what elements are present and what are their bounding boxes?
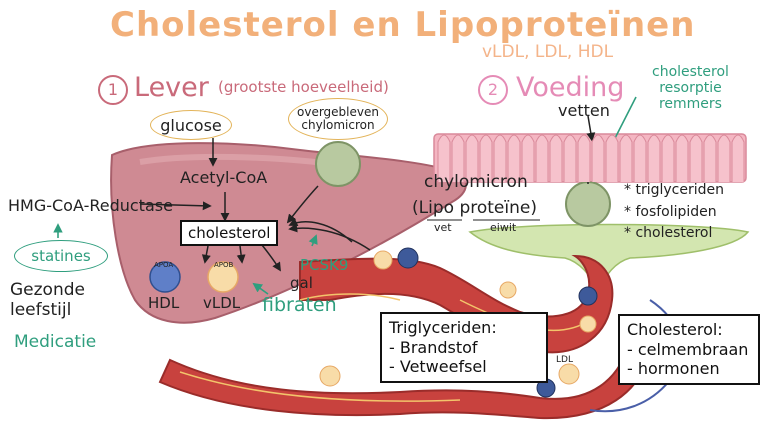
triglycerides-item: - Vetweefsel	[389, 357, 487, 377]
villus	[437, 134, 451, 182]
villus	[507, 134, 521, 182]
section-liver-note: (grootste hoeveelheid)	[218, 78, 389, 96]
hmg-coa-reductase-label: HMG-CoA-Reductase	[8, 196, 173, 215]
liver-shape	[110, 142, 467, 324]
pcsk9-label: PCSK9	[300, 256, 349, 274]
cholesterol-uses-item: - hormonen	[627, 359, 720, 379]
cholesterol-uses-box: Cholesterol: - celmembraan - hormonen	[618, 314, 760, 385]
villus	[703, 134, 717, 182]
villus	[591, 134, 605, 182]
page-title: Cholesterol en Lipoproteïnen	[110, 5, 696, 45]
leftover-chylomicron-sphere	[315, 141, 361, 187]
triglycerides-item: - Brandstof	[389, 337, 478, 357]
contents-item: * triglyceriden	[624, 182, 724, 198]
statins-oval: statines	[14, 240, 108, 272]
lipoprotein-types: vLDL, LDL, HDL	[482, 42, 614, 62]
medication-label: Medicatie	[14, 332, 97, 352]
healthy-lifestyle-label: Gezonde leefstijl	[10, 280, 85, 321]
section-food-heading: Voeding	[516, 72, 625, 103]
villus	[675, 134, 689, 182]
villus	[465, 134, 479, 182]
villus	[493, 134, 507, 182]
fat-translation: vet	[434, 221, 452, 234]
villi-group	[437, 134, 745, 182]
cholesterol-box: cholesterol	[180, 220, 279, 247]
bile-label: gal	[290, 274, 313, 292]
fibrates-label: fibraten	[262, 294, 337, 316]
villus	[689, 134, 703, 182]
villus	[563, 134, 577, 182]
lipo-part: Lipo	[418, 198, 455, 218]
chylomicron-sphere	[565, 181, 611, 227]
triglycerides-box: Triglyceriden: - Brandstof - Vetweefsel	[380, 312, 548, 383]
villus	[479, 134, 493, 182]
villus	[633, 134, 647, 182]
chylomicron-label: chylomicron	[424, 172, 528, 192]
cholesterol-uses-title: Cholesterol:	[627, 320, 723, 339]
apob-label: APOB	[214, 261, 234, 269]
villus	[731, 134, 745, 182]
villus	[451, 134, 465, 182]
fats-label: vetten	[558, 101, 610, 120]
section-liver-heading: Lever	[134, 72, 209, 103]
apoa-label: APOA	[154, 261, 174, 269]
cholesterol-uses-item: - celmembraan	[627, 339, 749, 359]
resorption-inhibitors-label: cholesterol resorptie remmers	[652, 64, 729, 113]
glucose-oval: glucose	[150, 110, 232, 140]
chylomicron-contents: * triglyceriden * fosfolipiden * cholest…	[624, 180, 724, 245]
villus	[521, 134, 535, 182]
contents-item: * fosfolipiden	[624, 203, 717, 220]
villus	[647, 134, 661, 182]
villus	[605, 134, 619, 182]
hdl-label: HDL	[148, 294, 180, 312]
lipoprotein-breakdown: (Lipo proteïne)	[412, 198, 537, 218]
section-2-number: 2	[478, 75, 508, 105]
acetyl-coa-label: Acetyl-CoA	[180, 168, 268, 187]
proteine-part: proteïne	[459, 198, 531, 218]
lymph-tissue	[468, 223, 750, 292]
villus	[535, 134, 549, 182]
villus	[619, 134, 633, 182]
protein-translation: eiwit	[490, 221, 517, 234]
ldl-label: LDL	[556, 355, 573, 365]
villus	[661, 134, 675, 182]
villus	[717, 134, 731, 182]
hdl-particle	[149, 261, 181, 293]
villus	[549, 134, 563, 182]
triglycerides-title: Triglyceriden:	[389, 318, 497, 337]
vldl-label: vLDL	[203, 294, 241, 312]
contents-item: * cholesterol	[624, 225, 713, 242]
villus	[577, 134, 591, 182]
section-1-number: 1	[98, 75, 128, 105]
vldl-particle	[207, 261, 239, 293]
